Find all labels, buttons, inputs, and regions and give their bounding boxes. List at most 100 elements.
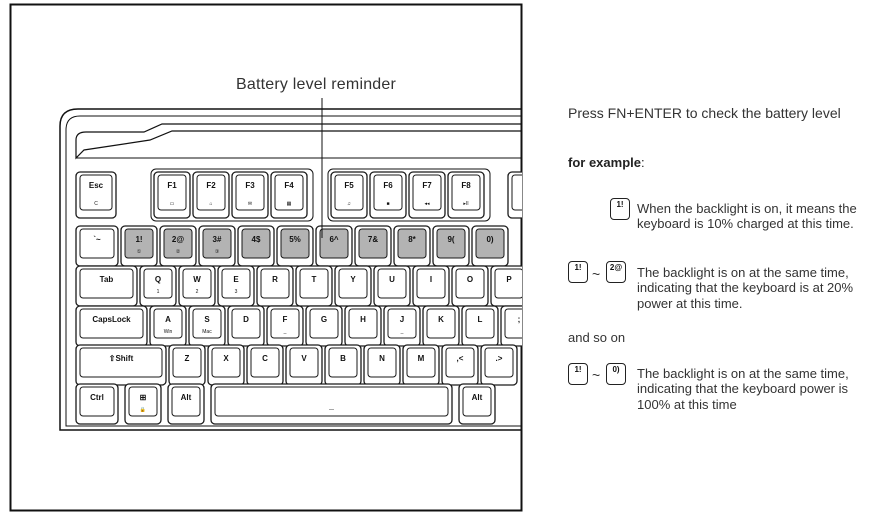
key-6-3: C <box>246 344 284 386</box>
key-6-9: .> <box>480 344 518 386</box>
key-label: ; <box>518 315 521 324</box>
keyboard-top-bar <box>75 123 522 160</box>
key-face <box>250 347 280 378</box>
key-sub-label: ⌂ <box>209 201 212 207</box>
key-label: F7 <box>422 181 432 190</box>
key-sub-label: 3 <box>235 289 238 295</box>
key-sub-label: ✉ <box>248 201 252 207</box>
key-face <box>511 174 522 211</box>
key-label: X <box>223 354 229 363</box>
key-sub-label: ① <box>137 249 142 255</box>
key-face-lit <box>202 228 232 259</box>
key-sub-label: ▭ <box>170 201 175 207</box>
key-face <box>235 174 265 211</box>
key-1-0: F1▭ <box>153 171 191 219</box>
example1-line1: When the backlight is on, it means the <box>637 201 857 216</box>
key-label: Alt <box>472 393 483 402</box>
key-sub-label: Win <box>164 329 173 335</box>
key-face-lit <box>358 228 388 259</box>
key-face-lit <box>397 228 427 259</box>
key-label: H <box>360 315 366 324</box>
key-4-9: O <box>451 265 489 307</box>
key-label: .> <box>496 354 503 363</box>
example2-key-from-label: 1! <box>574 263 582 272</box>
key-5-9: L <box>461 305 499 347</box>
key-face <box>79 347 163 378</box>
instructions-heading: Press FN+ENTER to check the battery leve… <box>568 105 841 121</box>
key-5-4: F_ <box>266 305 304 347</box>
diagram-frame <box>9 3 523 512</box>
key-7-1: ⊞🔒 <box>124 383 162 425</box>
key-face <box>416 268 446 299</box>
key-5-10: ; <box>500 305 522 347</box>
key-3-10: 0) <box>471 225 509 267</box>
key-5-5: G <box>305 305 343 347</box>
example1-key-label: 1! <box>616 200 624 209</box>
key-label: T <box>312 275 317 284</box>
key-sub-label: ▦ <box>287 201 292 207</box>
key-face <box>231 308 261 339</box>
key-face <box>221 268 251 299</box>
key-label: 5% <box>289 235 301 244</box>
example3-line3: 100% at this time <box>637 397 737 412</box>
key-label: K <box>438 315 444 324</box>
key-label: Tab <box>100 275 114 284</box>
key-2-0: F5♫ <box>330 171 368 219</box>
key-label: 3# <box>213 235 222 244</box>
key-label: 0) <box>486 235 493 244</box>
example1-key-icon: 1! <box>610 198 630 220</box>
key-sub-label: ② <box>176 249 181 255</box>
key-face <box>338 268 368 299</box>
key-label: ⊞ <box>140 393 147 402</box>
key-3-1: 1!① <box>120 225 158 267</box>
key-6-7: M <box>402 344 440 386</box>
key-6-0: ⇧Shift <box>75 344 167 386</box>
key-3-8: 8* <box>393 225 431 267</box>
key-3-7: 7& <box>354 225 392 267</box>
key-label: Z <box>185 354 190 363</box>
key-5-3: D <box>227 305 265 347</box>
key-label: G <box>321 315 327 324</box>
key-face <box>406 347 436 378</box>
example2-line3: power at this time. <box>637 296 743 311</box>
key-label: F5 <box>344 181 354 190</box>
key-face <box>172 347 202 378</box>
key-label: P <box>506 275 512 284</box>
key-sub-label: ◂◂ <box>424 201 430 207</box>
key-7-4: Alt <box>458 383 496 425</box>
key-5-7: J_ <box>383 305 421 347</box>
key-sub-label: — <box>329 407 334 413</box>
key-6-2: X <box>207 344 245 386</box>
key-face <box>128 386 158 417</box>
key-3-4: 4$ <box>237 225 275 267</box>
example3-key-from-label: 1! <box>574 365 582 374</box>
key-7-2: Alt <box>167 383 205 425</box>
key-face <box>79 308 144 339</box>
example3-key-to-label: 0) <box>612 365 620 374</box>
key-2-3: F8▸II <box>447 171 485 219</box>
key-face-lit <box>124 228 154 259</box>
key-4-10: P <box>490 265 522 307</box>
key-label: Q <box>155 275 161 284</box>
key-label: Y <box>350 275 356 284</box>
key-face <box>260 268 290 299</box>
example2-key-to-icon: 2@ <box>606 261 626 283</box>
key-face <box>328 347 358 378</box>
key-face <box>214 386 449 417</box>
key-face <box>377 268 407 299</box>
key-4-3: E3 <box>217 265 255 307</box>
key-face <box>462 386 492 417</box>
key-4-1: Q1 <box>139 265 177 307</box>
key-face <box>348 308 378 339</box>
example3-line2: indicating that the keyboard power is <box>637 381 849 396</box>
key-label: B <box>340 354 346 363</box>
key-7-0: Ctrl <box>75 383 119 425</box>
key-face <box>270 308 300 339</box>
key-face <box>192 308 222 339</box>
key-2-2: F7 ◂◂ <box>408 171 446 219</box>
key-label: ⇧Shift <box>109 354 134 363</box>
key-face <box>387 308 417 339</box>
